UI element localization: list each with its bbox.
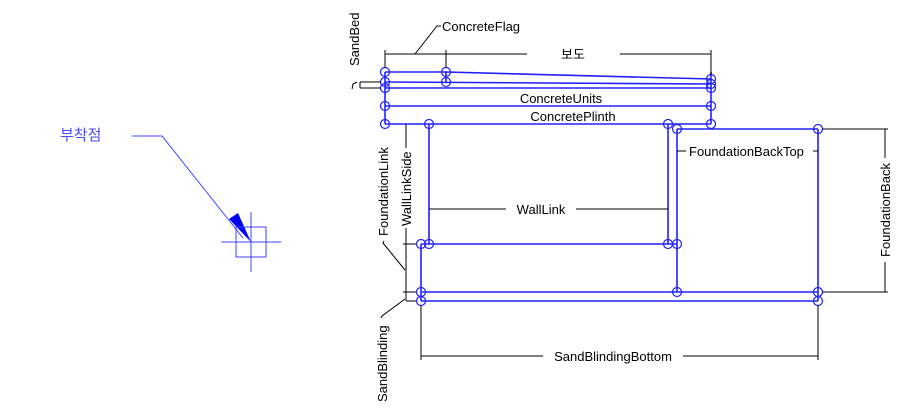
node-point (705, 100, 717, 112)
sidewalk-slope-line (445, 71, 712, 80)
node-point (379, 118, 391, 130)
attachment-leader-line (132, 135, 244, 239)
foundation-back-top-label: FoundationBackTop (689, 144, 804, 159)
node-points (379, 66, 824, 307)
sand-blinding-label: SandBlinding (375, 325, 390, 402)
node-point (423, 238, 435, 250)
node-point (671, 286, 683, 298)
attachment-point-icon (221, 212, 281, 272)
wall-link-label: WallLink (517, 202, 566, 217)
sand-bed-top-line (384, 81, 712, 85)
node-point (705, 118, 717, 130)
node-point (423, 118, 435, 130)
concrete-flag-leader (414, 25, 441, 55)
node-point (671, 238, 683, 250)
node-point (662, 118, 674, 130)
wall-link-side-label: WallLinkSide (399, 151, 414, 226)
sand-bed-label: SandBed (347, 13, 362, 67)
section-geometry (379, 66, 824, 307)
concrete-units-label: ConcreteUnits (520, 91, 603, 106)
foundation-back-label: FoundationBack (878, 163, 893, 257)
node-point (440, 76, 452, 88)
sand-blinding-leader (380, 298, 406, 319)
node-point (379, 100, 391, 112)
foundation-link-leader (382, 240, 406, 271)
attachment-point-group: 부착점 (60, 126, 281, 272)
node-point (705, 82, 717, 94)
dimensions: 보도 ConcreteFlag SandBed ConcreteUnits Co… (347, 13, 893, 403)
node-point (415, 238, 427, 250)
concrete-plinth-label: ConcretePlinth (530, 109, 615, 124)
sand-blinding-bottom-label: SandBlindingBottom (554, 349, 672, 364)
foundation-link-label: FoundationLink (376, 147, 391, 236)
concrete-flag-label: ConcreteFlag (442, 19, 520, 34)
attachment-point-label: 부착점 (60, 126, 101, 144)
node-point (705, 78, 717, 90)
sidewalk-label: 보도 (561, 48, 585, 63)
sand-bed-leader (351, 81, 358, 90)
node-point (671, 123, 683, 135)
